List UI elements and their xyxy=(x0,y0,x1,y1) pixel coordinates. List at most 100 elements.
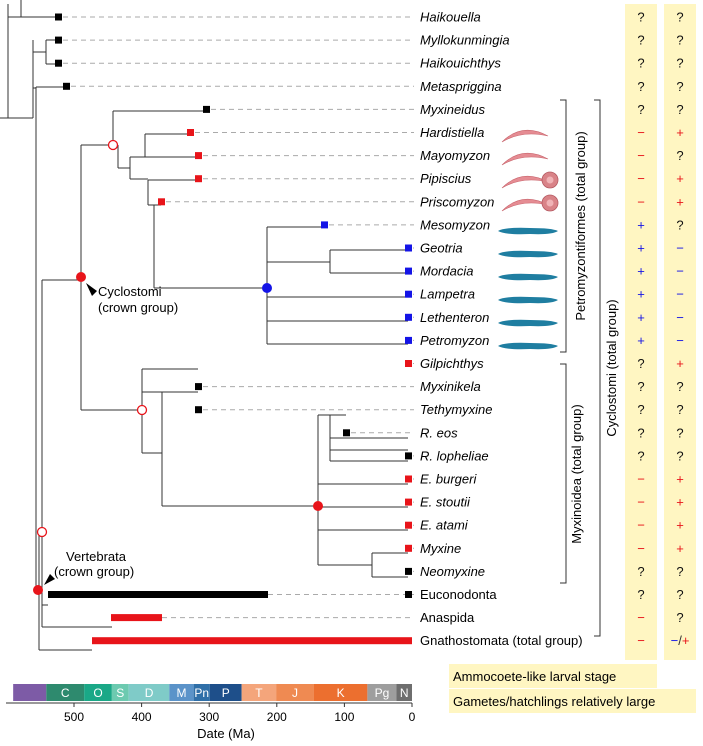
char1-state: + xyxy=(637,333,645,348)
char2-state: + xyxy=(676,541,684,556)
adult-lamprey-silhouette xyxy=(498,273,558,281)
anaspida-range-bar xyxy=(111,614,162,622)
leaf-marker xyxy=(63,82,70,90)
char1-state: ? xyxy=(637,10,644,25)
cyclostomi-bracket xyxy=(594,99,601,637)
cyclostomi-total-label: Cyclostomi (total group) xyxy=(604,299,619,436)
larva-silhouette xyxy=(501,175,549,189)
char2-state: + xyxy=(676,495,684,510)
taxon-label: Myxinikela xyxy=(420,379,481,394)
char1-state: − xyxy=(637,633,645,648)
myxinoidea-label: Myxinoidea (total group) xyxy=(569,404,584,543)
char1-state: ? xyxy=(637,425,644,440)
taxon-label: Gilpichthys xyxy=(420,356,484,371)
taxon-label: Geotria xyxy=(420,241,463,256)
cyclostomi-crown-sublabel: (crown group) xyxy=(98,300,178,315)
char1-state: − xyxy=(637,125,645,140)
cyclostomi-crown-node xyxy=(76,272,86,282)
adult-lamprey-silhouette xyxy=(498,319,558,327)
char2-state: ? xyxy=(676,10,683,25)
char2-state: ? xyxy=(676,379,683,394)
char1-state: ? xyxy=(637,587,644,602)
leaf-marker xyxy=(405,267,412,275)
char2-state: −/+ xyxy=(671,633,690,648)
time-tick-label: 400 xyxy=(132,710,152,724)
char2-state: + xyxy=(676,171,684,186)
period-block xyxy=(46,684,85,701)
cyclostomi-stem-node xyxy=(36,526,48,538)
taxon-label: Tethymyxine xyxy=(420,402,493,417)
taxon-label: Haikouichthys xyxy=(420,56,501,71)
leaf-marker xyxy=(55,59,62,67)
taxon-label: Petromyzon xyxy=(420,333,489,348)
time-tick-label: 0 xyxy=(409,710,416,724)
taxon-label: Gnathostomata (total group) xyxy=(420,633,583,648)
char1-state: + xyxy=(637,264,645,279)
cyclostomi-arrow xyxy=(86,283,97,296)
taxon-label: Myllokunmingia xyxy=(420,33,510,48)
char1-state: ? xyxy=(637,56,644,71)
taxon-label: E. stoutii xyxy=(420,495,471,510)
leaf-marker xyxy=(195,152,202,160)
char1-state: ? xyxy=(637,448,644,463)
leaf-marker xyxy=(55,13,62,21)
period-block xyxy=(128,684,170,701)
char2-state: ? xyxy=(676,33,683,48)
char2-legend-label: Gametes/hatchlings relatively large xyxy=(453,694,655,709)
char2-state: + xyxy=(676,194,684,209)
char2-state: − xyxy=(676,287,684,302)
char1-state: + xyxy=(637,287,645,302)
taxon-label: Lethenteron xyxy=(420,310,489,325)
taxon-label: E. burgeri xyxy=(420,472,477,487)
taxon-label: Myxineidus xyxy=(420,102,486,117)
vertebrata-crown-node xyxy=(33,585,43,595)
char1-state: − xyxy=(637,472,645,487)
larva-silhouette xyxy=(501,129,549,143)
period-label: T xyxy=(255,686,263,700)
char1-state: − xyxy=(637,495,645,510)
lamprey-crown-node xyxy=(262,283,272,293)
leaf-markers xyxy=(55,13,412,598)
char1-column-bg xyxy=(625,4,657,660)
char2-state: ? xyxy=(676,587,683,602)
larva-silhouette xyxy=(501,152,549,166)
period-block xyxy=(396,684,412,701)
char2-state: ? xyxy=(676,448,683,463)
adult-lamprey-silhouette xyxy=(498,296,558,304)
char1-state: ? xyxy=(637,564,644,579)
plus-sign: + xyxy=(682,633,690,648)
leaf-marker xyxy=(405,567,412,575)
char2-state: − xyxy=(676,241,684,256)
taxon-label: Hardistiella xyxy=(420,125,484,140)
leaf-dashes xyxy=(63,16,414,595)
char2-state: ? xyxy=(676,56,683,71)
larva-silhouette xyxy=(501,198,549,212)
char1-state: + xyxy=(637,310,645,325)
petromyzontiformes-stem-node xyxy=(107,139,119,151)
taxon-label: Mesomyzon xyxy=(420,217,490,232)
petromyzontiformes-bracket xyxy=(560,99,567,353)
char1-state: − xyxy=(637,148,645,163)
character-states: ??????????−+−?−+−++?+−+−+−+−+−?+????????… xyxy=(637,10,689,649)
char1-state: − xyxy=(637,194,645,209)
char1-state: − xyxy=(637,610,645,625)
leaf-marker xyxy=(405,313,412,321)
gnathostomata-range-bar xyxy=(92,637,412,645)
period-block xyxy=(13,684,47,701)
period-block xyxy=(84,684,112,701)
cyclostomi-crown-label: Cyclostomi xyxy=(98,284,162,299)
char1-state: − xyxy=(637,171,645,186)
char2-state: + xyxy=(676,518,684,533)
period-block xyxy=(313,684,368,701)
taxon-label: Mayomyzon xyxy=(420,148,490,163)
period-block xyxy=(169,684,194,701)
myxinoidea-stem-node xyxy=(136,404,148,416)
adult-lamprey-silhouette xyxy=(498,250,558,258)
char2-state: ? xyxy=(676,217,683,232)
leaf-marker xyxy=(158,198,165,206)
node-markers xyxy=(33,139,323,595)
leaf-marker xyxy=(195,383,202,391)
taxon-label: Priscomyzon xyxy=(420,194,494,209)
period-block xyxy=(276,684,314,701)
